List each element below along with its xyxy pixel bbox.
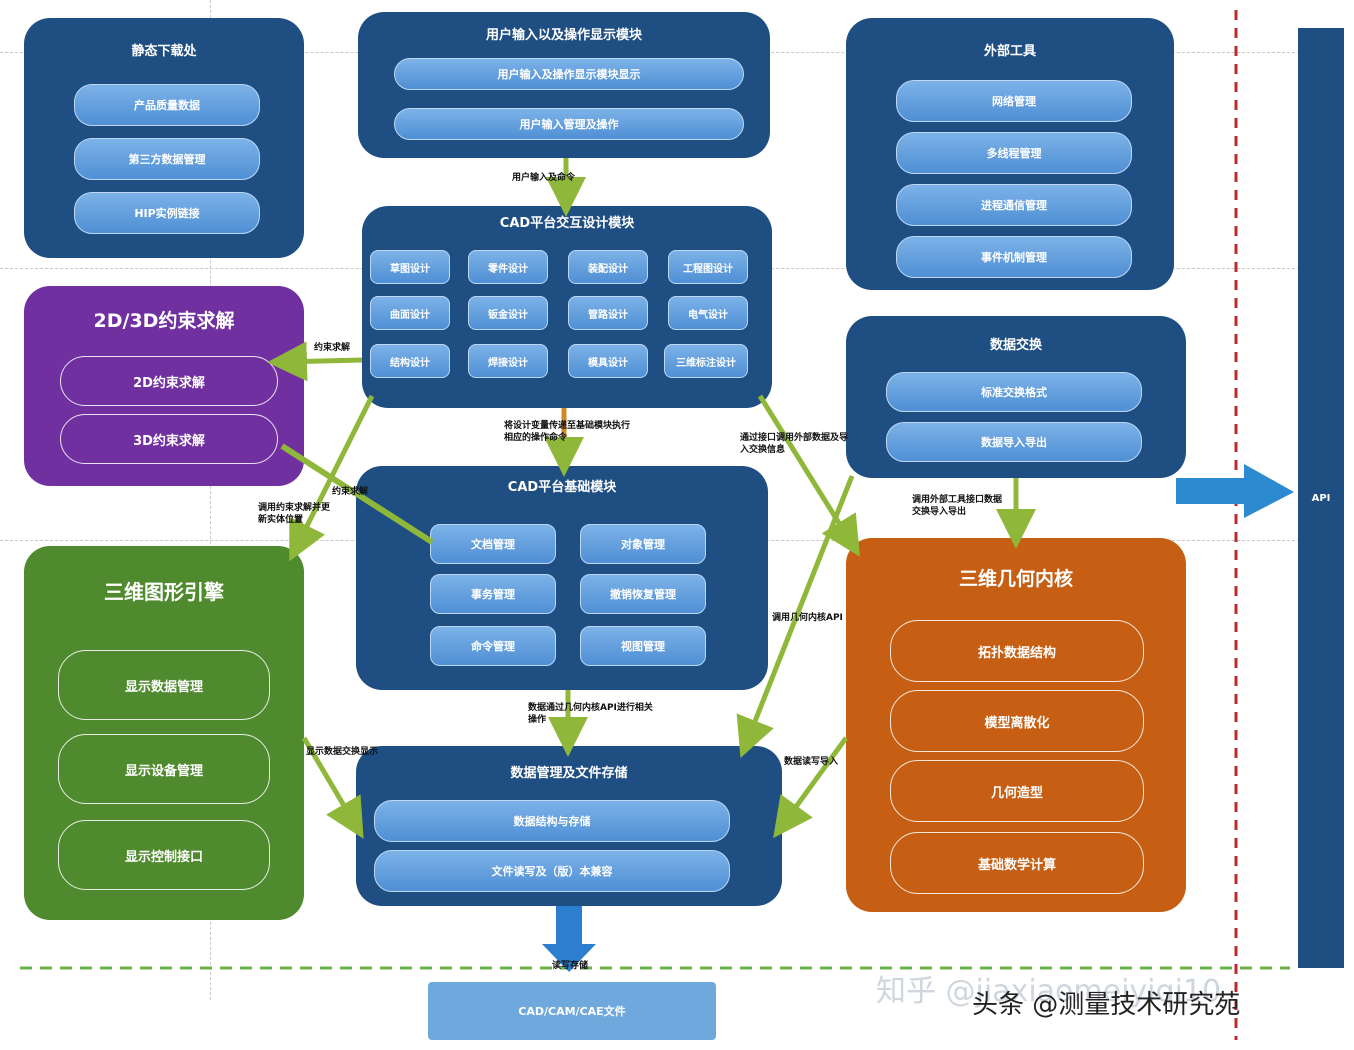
- panel-title: 静态下载处: [131, 44, 197, 59]
- item-pill: 结构设计: [370, 344, 450, 378]
- panel-render-engine: 三维图形引擎 显示数据管理 显示设备管理 显示控制接口: [24, 546, 304, 920]
- arrow-cad-to-constraint: [267, 341, 363, 382]
- panel-static-downloads: 静态下载处 产品质量数据 第三方数据管理 HIP实例链接: [24, 18, 304, 258]
- item-pill: 事件机制管理: [896, 236, 1132, 278]
- item-pill: 数据导入导出: [886, 422, 1142, 462]
- item-pill: 视图管理: [580, 626, 706, 666]
- item-pill: 焊接设计: [468, 344, 548, 378]
- arrow-render-to-storage: [301, 736, 364, 839]
- item-pill: 几何造型: [890, 760, 1144, 822]
- big-arrow-api: [1176, 464, 1294, 518]
- item-pill: 基础数学计算: [890, 832, 1144, 894]
- item-pill: 三维标注设计: [664, 344, 748, 378]
- file-label: CAD/CAM/CAE文件: [518, 1005, 626, 1018]
- panel-title: 2D/3D约束求解: [93, 310, 235, 332]
- arrow-kernel-to-storage-b: [773, 736, 849, 839]
- arrow-label: 读写存储: [552, 961, 589, 971]
- arrow-constraint-to-core: [280, 443, 434, 545]
- item-pill: 显示数据管理: [58, 650, 270, 720]
- panel-data-storage: 数据管理及文件存储 数据结构与存储 文件读写及（版）本兼容: [356, 746, 782, 906]
- arrow-label: 数据通过几何内核API进行相关操作: [528, 703, 653, 725]
- item-pill: 曲面设计: [370, 296, 450, 330]
- item-pill: 电气设计: [668, 296, 748, 330]
- panel-title: 三维图形引擎: [104, 580, 224, 604]
- item-pill: 文件读写及（版）本兼容: [374, 850, 730, 892]
- panel-external-tools: 外部工具 网络管理 多线程管理 进程通信管理 事件机制管理: [846, 18, 1174, 290]
- panel-cad-core: CAD平台基础模块 文档管理 对象管理 事务管理 撤销恢复管理 命令管理 视图管…: [356, 466, 768, 690]
- item-pill: HIP实例链接: [74, 192, 260, 234]
- item-pill: 文档管理: [430, 524, 556, 564]
- file-storage-box: CAD/CAM/CAE文件: [428, 982, 716, 1040]
- panel-title: CAD平台交互设计模块: [499, 216, 635, 231]
- panel-title: 用户输入以及操作显示模块: [485, 28, 642, 43]
- item-pill: 对象管理: [580, 524, 706, 564]
- item-pill: 命令管理: [430, 626, 556, 666]
- arrow-label: 调用约束求解并更新实体位置: [258, 503, 331, 525]
- item-pill: 工程图设计: [668, 250, 748, 284]
- arrow-label: 约束求解: [314, 343, 351, 353]
- big-arrow-file: [542, 906, 596, 972]
- item-pill: 钣金设计: [468, 296, 548, 330]
- panel-title: CAD平台基础模块: [507, 480, 617, 495]
- item-pill: 模具设计: [568, 344, 648, 378]
- panel-cad-interaction: CAD平台交互设计模块 草图设计 零件设计 装配设计 工程图设计 曲面设计 钣金…: [362, 206, 772, 408]
- item-pill: 管路设计: [568, 296, 648, 330]
- item-pill: 草图设计: [370, 250, 450, 284]
- arrow-kernel-to-storage-a: [736, 475, 855, 758]
- arrow-cad-to-kernel: [757, 394, 860, 557]
- item-pill: 数据结构与存储: [374, 800, 730, 842]
- item-pill: 第三方数据管理: [74, 138, 260, 180]
- arrow-label: 显示数据交换显示: [306, 747, 379, 757]
- item-pill: 事务管理: [430, 574, 556, 614]
- panel-title: 外部工具: [983, 44, 1036, 59]
- watermark-faint: 知乎 @jiaxiaomeiyiqi10: [876, 974, 1222, 1009]
- guide-line: [210, 0, 211, 1000]
- api-label: API: [1311, 492, 1331, 504]
- arrow-label: 通过接口调用外部数据及导入交换信息: [740, 433, 849, 455]
- arrow-label: 用户输入及命令: [512, 173, 576, 183]
- item-pill: 拓扑数据结构: [890, 620, 1144, 682]
- item-pill: 模型离散化: [890, 690, 1144, 752]
- watermark: 头条 @测量技术研究苑: [972, 990, 1241, 1020]
- arrow-label: 约束求解: [332, 487, 369, 497]
- panel-title: 数据管理及文件存储: [510, 766, 628, 781]
- item-pill: 标准交换格式: [886, 372, 1142, 412]
- item-pill: 显示设备管理: [58, 734, 270, 804]
- arrow-label: 将设计变量传递至基础模块执行相应的操作命令: [504, 421, 631, 443]
- item-pill: 网络管理: [896, 80, 1132, 122]
- item-pill: 装配设计: [568, 250, 648, 284]
- panel-title: 三维几何内核: [958, 568, 1073, 590]
- arrow-cad-to-render: [289, 394, 375, 562]
- item-pill: 零件设计: [468, 250, 548, 284]
- item-pill: 3D约束求解: [60, 414, 278, 464]
- panel-constraint-solver: 2D/3D约束求解 2D约束求解 3D约束求解: [24, 286, 304, 486]
- arrow-label: 调用外部工具接口数据交换导入导出: [912, 495, 1003, 517]
- arrow-label: 数据读写导入: [784, 757, 839, 767]
- item-pill: 进程通信管理: [896, 184, 1132, 226]
- item-pill: 用户输入管理及操作: [394, 108, 744, 140]
- item-pill: 用户输入及操作显示模块显示: [394, 58, 744, 90]
- item-pill: 撤销恢复管理: [580, 574, 706, 614]
- panel-geometry-kernel: 三维几何内核 拓扑数据结构 模型离散化 几何造型 基础数学计算: [846, 538, 1186, 912]
- arrow-label: 调用几何内核API: [772, 613, 843, 623]
- item-pill: 显示控制接口: [58, 820, 270, 890]
- panel-data-exchange: 数据交换 标准交换格式 数据导入导出: [846, 316, 1186, 478]
- item-pill: 多线程管理: [896, 132, 1132, 174]
- api-bar: API: [1298, 28, 1344, 968]
- item-pill: 产品质量数据: [74, 84, 260, 126]
- panel-user-input: 用户输入以及操作显示模块 用户输入及操作显示模块显示 用户输入管理及操作: [358, 12, 770, 158]
- panel-title: 数据交换: [989, 338, 1042, 353]
